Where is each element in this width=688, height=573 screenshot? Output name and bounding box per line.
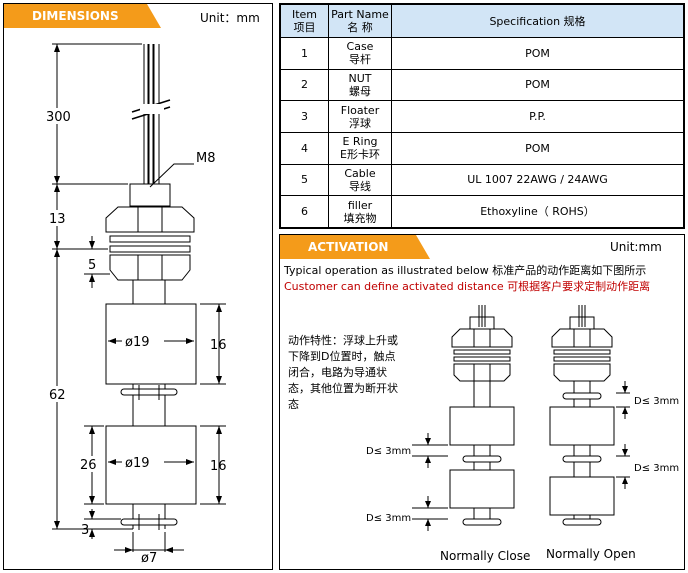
activation-note: 动作特性：浮球上升或下降到D位置时，触点闭合，电路为导通状态，其他位置为断开状态 xyxy=(288,334,398,411)
activation-line-1: Typical operation as illustrated below 标… xyxy=(284,264,647,277)
dim-dia19-lower: ø19 xyxy=(125,456,150,471)
activation-unit: Unit:mm xyxy=(610,240,662,254)
washer-2 xyxy=(109,245,191,253)
d-label-nc-lower: D≤ 3mm xyxy=(366,513,411,524)
dim-16-lower: 16 xyxy=(210,459,227,474)
dim-13: 13 xyxy=(49,212,66,227)
dim-m8: M8 xyxy=(196,151,216,166)
activation-drawing: D≤ 3mm D≤ 3mm D≤ 3mm D≤ 3mm Normally Clo… xyxy=(366,305,679,563)
caption-normally-close: Normally Close xyxy=(440,549,530,563)
d-label-no-lower: D≤ 3mm xyxy=(634,463,679,474)
activation-tag: ACTIVATION xyxy=(280,235,431,259)
washer-1 xyxy=(109,235,191,243)
d-label-nc-upper: D≤ 3mm xyxy=(366,446,411,457)
e-ring-lower xyxy=(120,518,178,526)
caption-normally-open: Normally Open xyxy=(546,547,636,561)
dim-62: 62 xyxy=(49,388,66,403)
dimensions-panel: DIMENSIONS Unit：mm xyxy=(3,3,273,570)
dim-3: 3 xyxy=(81,523,89,538)
dimensions-unit: Unit：mm xyxy=(200,11,260,25)
hex-nut xyxy=(105,206,195,233)
dim-5: 5 xyxy=(88,258,96,273)
activation-panel: ACTIVATION Unit:mm Typical operation as … xyxy=(279,234,685,570)
activation-line-2: Customer can define activated distance 可… xyxy=(284,280,651,293)
dim-16-upper: 16 xyxy=(210,338,227,353)
dim-300: 300 xyxy=(46,110,71,125)
dimensions-tag: DIMENSIONS xyxy=(4,4,161,28)
dim-dia19-upper: ø19 xyxy=(125,335,150,350)
dim-dia7: ø7 xyxy=(141,551,157,566)
cable-outlet xyxy=(129,183,171,207)
lower-nut xyxy=(109,254,191,281)
d-label-no-upper: D≤ 3mm xyxy=(634,396,679,407)
dimensions-drawing: 300 M8 13 5 ø19 16 62 26 ø19 16 3 ø7 xyxy=(42,43,227,566)
e-ring-upper xyxy=(120,388,178,396)
dim-26: 26 xyxy=(80,458,97,473)
header-specification: Specification 规格 xyxy=(391,4,684,38)
normally-open-sensor xyxy=(549,305,630,526)
normally-close-sensor xyxy=(412,305,515,531)
